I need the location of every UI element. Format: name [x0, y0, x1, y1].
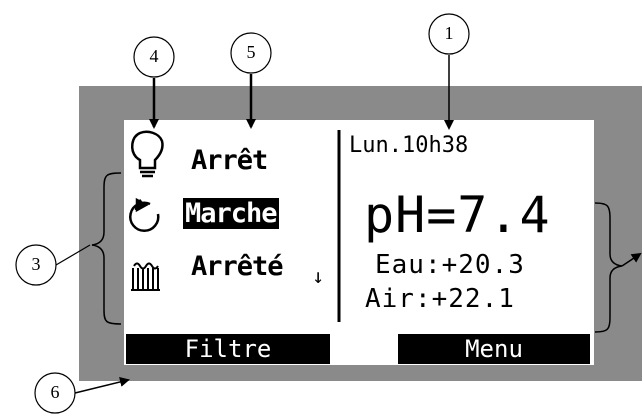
bulb-icon [131, 130, 164, 178]
status-label-filtration[interactable]: Marche [183, 198, 279, 229]
callout-6: 6 [50, 382, 60, 402]
callout-1: 1 [444, 23, 454, 43]
scroll-down-indicator[interactable]: ↓ [312, 264, 325, 288]
clock-display: Lun.10h38 [349, 133, 469, 158]
left-brace [91, 172, 122, 325]
status-label-heater: Arrêté [191, 251, 284, 282]
cycle-arrows-icon [129, 197, 160, 233]
air-temperature: Air:+22.1 [365, 284, 515, 314]
callout-4: 4 [149, 46, 159, 66]
water-temperature: Eau:+20.3 [375, 250, 525, 280]
lcd-screen [124, 120, 594, 365]
right-brace [594, 202, 623, 333]
softkey-menu[interactable]: Menu [398, 334, 590, 364]
callout-5: 5 [246, 42, 256, 62]
softkey-filtre[interactable]: Filtre [126, 334, 330, 364]
ph-readout: pH=7.4 [364, 186, 551, 244]
status-label-light: Arrêt [191, 145, 268, 176]
heater-icon [131, 262, 160, 291]
callout-3: 3 [31, 254, 41, 274]
